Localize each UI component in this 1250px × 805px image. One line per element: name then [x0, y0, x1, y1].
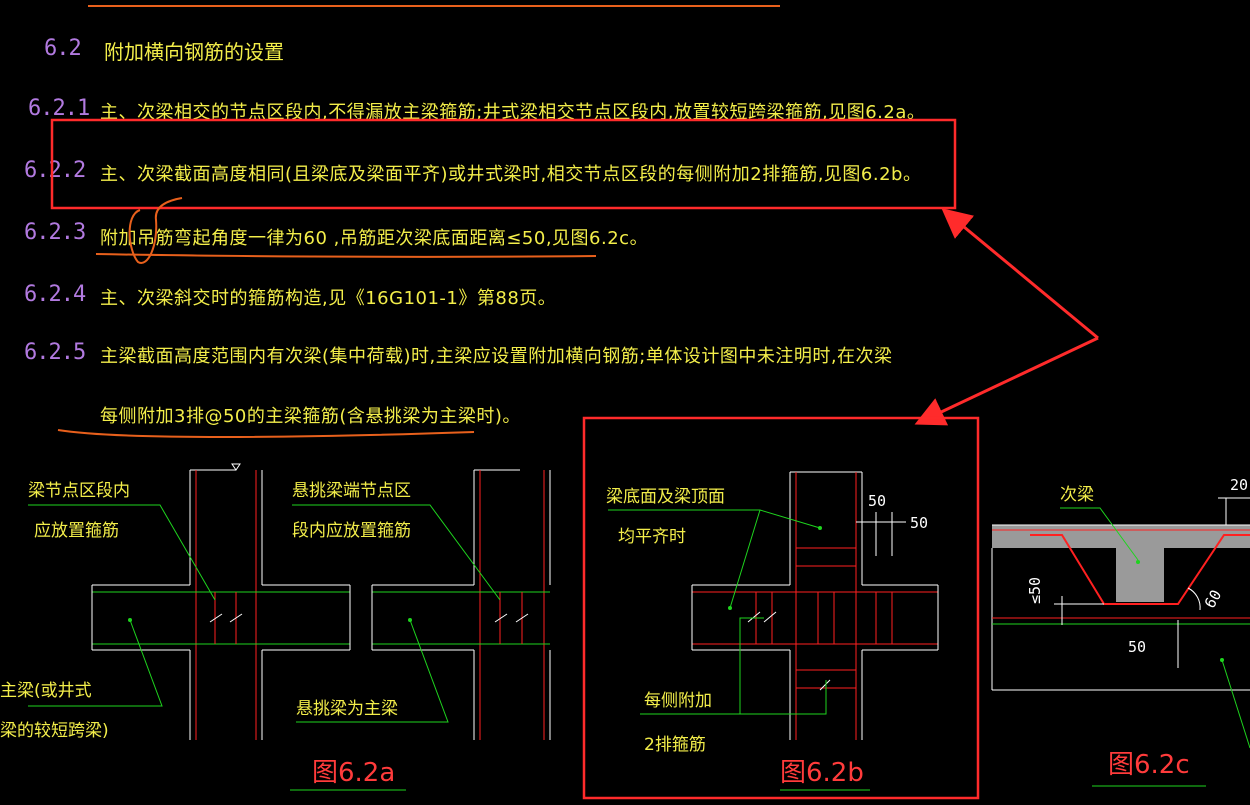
- fig-a-label-bottom-left-1: 主梁(或井式: [0, 681, 92, 701]
- highlight-box-fig-b: [582, 416, 980, 800]
- fig-b-label-top-2: 均平齐时: [618, 527, 686, 547]
- fig-c-label-secondary-beam: 次梁: [1060, 485, 1094, 505]
- pen-underline-6-2-5: [57, 429, 475, 438]
- pen-underline-6-2-3: [95, 253, 597, 258]
- fig-a-label-top-left-1: 梁节点区段内: [28, 481, 130, 501]
- fig-b-dim-1: 50: [868, 492, 887, 510]
- fig-c-slab: [992, 525, 1250, 602]
- fig-b-label-top-1: 梁底面及梁顶面: [606, 487, 725, 507]
- fig-a-left-cross: [28, 463, 351, 740]
- item-number-6-2-3: 6.2.3: [24, 220, 86, 245]
- fig-c-dim-50-bottom: 50: [1128, 638, 1147, 656]
- arrow-to-box-a: [941, 208, 1099, 340]
- item-number-6-2-2: 6.2.2: [24, 158, 86, 183]
- item-text-6-2-5-line1: 主梁截面高度范围内有次梁(集中荷载)时,主梁应设置附加横向钢筋;单体设计图中未注…: [100, 346, 893, 367]
- item-number-6-2-4: 6.2.4: [24, 282, 86, 307]
- fig-c-hanger-bar: [1030, 534, 1250, 605]
- item-text-6-2-1: 主、次梁相交的节点区段内,不得漏放主梁箍筋;井式梁相交节点区段内,放置较短跨梁箍…: [100, 102, 926, 123]
- fig-b-caption: 图6.2b: [780, 758, 864, 788]
- fig-b-label-bottom-2: 2排箍筋: [644, 735, 706, 755]
- fig-a-label-bottom-left-2: 梁的较短跨梁): [0, 721, 109, 741]
- fig-c-section: [991, 497, 1250, 749]
- item-text-6-2-3: 附加吊筋弯起角度一律为60 ,吊筋距次梁底面距离≤50,见图6.2c。: [100, 228, 649, 249]
- item-number-6-2-1: 6.2.1: [28, 96, 90, 121]
- fig-a-label-bottom-right: 悬挑梁为主梁: [296, 699, 398, 719]
- fig-a-label-top-left-2: 应放置箍筋: [34, 521, 119, 541]
- section-number: 6.2: [44, 36, 82, 61]
- item-number-6-2-5: 6.2.5: [24, 340, 86, 365]
- fig-b-label-bottom-1: 每侧附加: [644, 691, 712, 711]
- fig-c-dim-20: 20: [1230, 476, 1249, 494]
- fig-a-caption: 图6.2a: [312, 758, 396, 788]
- fig-c-caption: 图6.2c: [1108, 750, 1190, 780]
- item-text-6-2-2: 主、次梁截面高度相同(且梁底及梁面平齐)或井式梁时,相交节点区段的每侧附加2排箍…: [100, 164, 922, 185]
- fig-a-label-top-right-2: 段内应放置箍筋: [292, 521, 411, 541]
- fig-c-dim-50-left: ≤50: [1026, 576, 1044, 604]
- highlight-box-6-2-2: [50, 118, 957, 210]
- arrow-to-box-b: [914, 336, 1099, 426]
- fig-a-label-top-right-1: 悬挑梁端节点区: [292, 481, 411, 501]
- fig-b-dim-2: 50: [910, 514, 929, 532]
- fig-a-right-cross: [292, 469, 551, 740]
- item-text-6-2-4: 主、次梁斜交时的箍筋构造,见《16G101-1》第88页。: [100, 288, 557, 309]
- section-title: 附加横向钢筋的设置: [104, 40, 284, 64]
- item-text-6-2-5-line2: 每侧附加3排@50的主梁箍筋(含悬挑梁为主梁时)。: [100, 406, 521, 427]
- fig-b-cross: [608, 471, 939, 740]
